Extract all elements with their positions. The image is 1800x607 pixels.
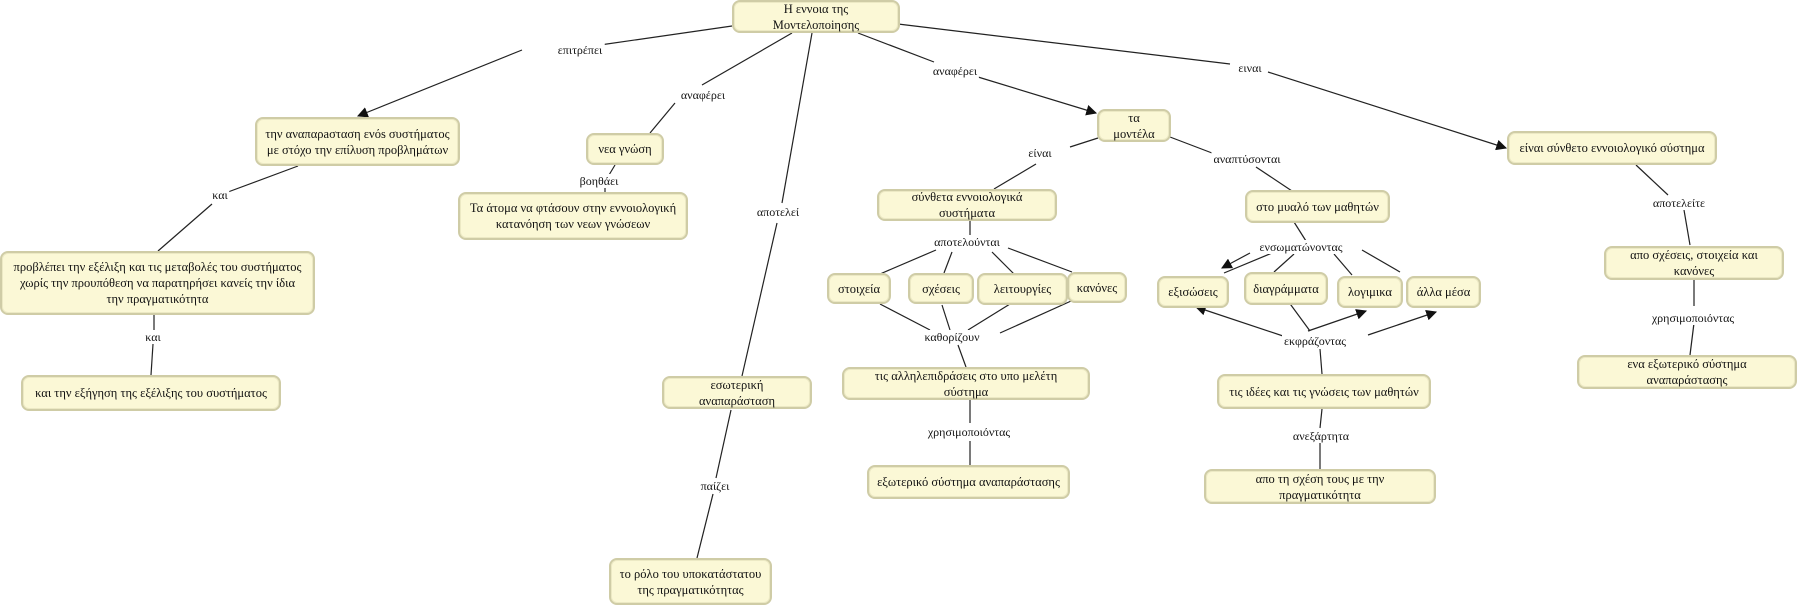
link-label-define: καθορίζουν [922,330,982,344]
node-complex-systems[interactable]: σύνθετα εννοιολογικά συστήματα [877,189,1057,221]
node-complex-system[interactable]: είναι σύνθετο εννοιολογικό σύστημα [1507,131,1717,165]
node-functions[interactable]: λειτουργίες [977,273,1068,305]
link-label-helps: βοηθάει [577,174,621,188]
node-other-means[interactable]: άλλα μέσα [1406,276,1481,308]
link-label-develop: αναπτύσονται [1211,152,1283,166]
link-label-allows: επιτρέπει [555,43,605,57]
node-elements[interactable]: στοιχεία [827,273,891,304]
node-external2[interactable]: ενα εξωτερικό σύστημα αναπαράστασης [1577,355,1797,389]
node-from-relations[interactable]: απο σχέσεις, στοιχεία και κανόνες [1604,246,1784,280]
node-new-knowledge[interactable]: νεα γνώση [586,133,664,165]
node-relations[interactable]: σχέσεις [908,273,974,304]
node-software[interactable]: λογιμικα [1337,276,1403,308]
link-label-consists2: αποτελείτε [1650,196,1708,210]
node-equations[interactable]: εξισώσεις [1157,276,1229,308]
node-ideas[interactable]: τις ιδέες και τις γνώσεις των μαθητών [1217,374,1431,409]
node-representation[interactable]: την αναπαρaσταση ενόs συστήματος με στόχ… [255,117,460,166]
link-label-plays: παίζει [698,479,732,493]
link-label-consist-of: αποτελούνται [932,235,1002,249]
node-interactions[interactable]: τις αλληλεπιδράσεις στο υπο μελέτη σύστη… [842,367,1090,400]
node-explanation[interactable]: και την εξήγηση της εξέλιξης του συστήμα… [21,375,281,411]
node-internal[interactable]: εσωτερική αναπαράσταση [662,376,812,409]
link-label-consists: αποτελεί [754,205,802,219]
node-rules[interactable]: κανόνες [1067,272,1127,303]
link-label-using1: χρησιμοποιόντας [925,425,1013,439]
node-role[interactable]: το ρόλο του υποκατάστατου της πραγματικό… [609,558,772,605]
link-label-and1: και [210,188,230,202]
node-students-mind[interactable]: στο μυαλό των μαθητών [1245,190,1390,223]
link-label-are: είναι [1026,146,1054,160]
node-models[interactable]: τα μοντέλα [1097,109,1171,142]
node-predicts[interactable]: προβλέπει την εξέλιξη και τις μεταβολές … [0,251,315,315]
link-label-is: ειναι [1236,61,1264,75]
node-diagrams[interactable]: διαγράμματα [1244,272,1328,305]
node-people-reach[interactable]: Τα άτομα να φτάσουν στην εννοιολογική κα… [458,192,688,240]
link-label-using2: χρησιμοποιόντας [1649,311,1737,325]
link-label-independent: ανεξάρτητα [1290,429,1352,443]
link-label-expressing: εκφράζοντας [1282,334,1348,348]
node-from-relation[interactable]: απο τη σχέση τους με την πραγματικότητα [1204,469,1436,504]
node-root[interactable]: Η εννοια της Μοντελοποiησης [732,0,900,33]
link-label-refers1: αναφέρει [678,88,728,102]
link-label-and2: και [143,330,163,344]
node-external1[interactable]: εξωτερικό σύστημα αναπαράστασης [867,465,1070,499]
link-label-refers2: αναφέρει [930,64,980,78]
link-label-incorporating: ενσωματώνοντας [1257,240,1345,254]
